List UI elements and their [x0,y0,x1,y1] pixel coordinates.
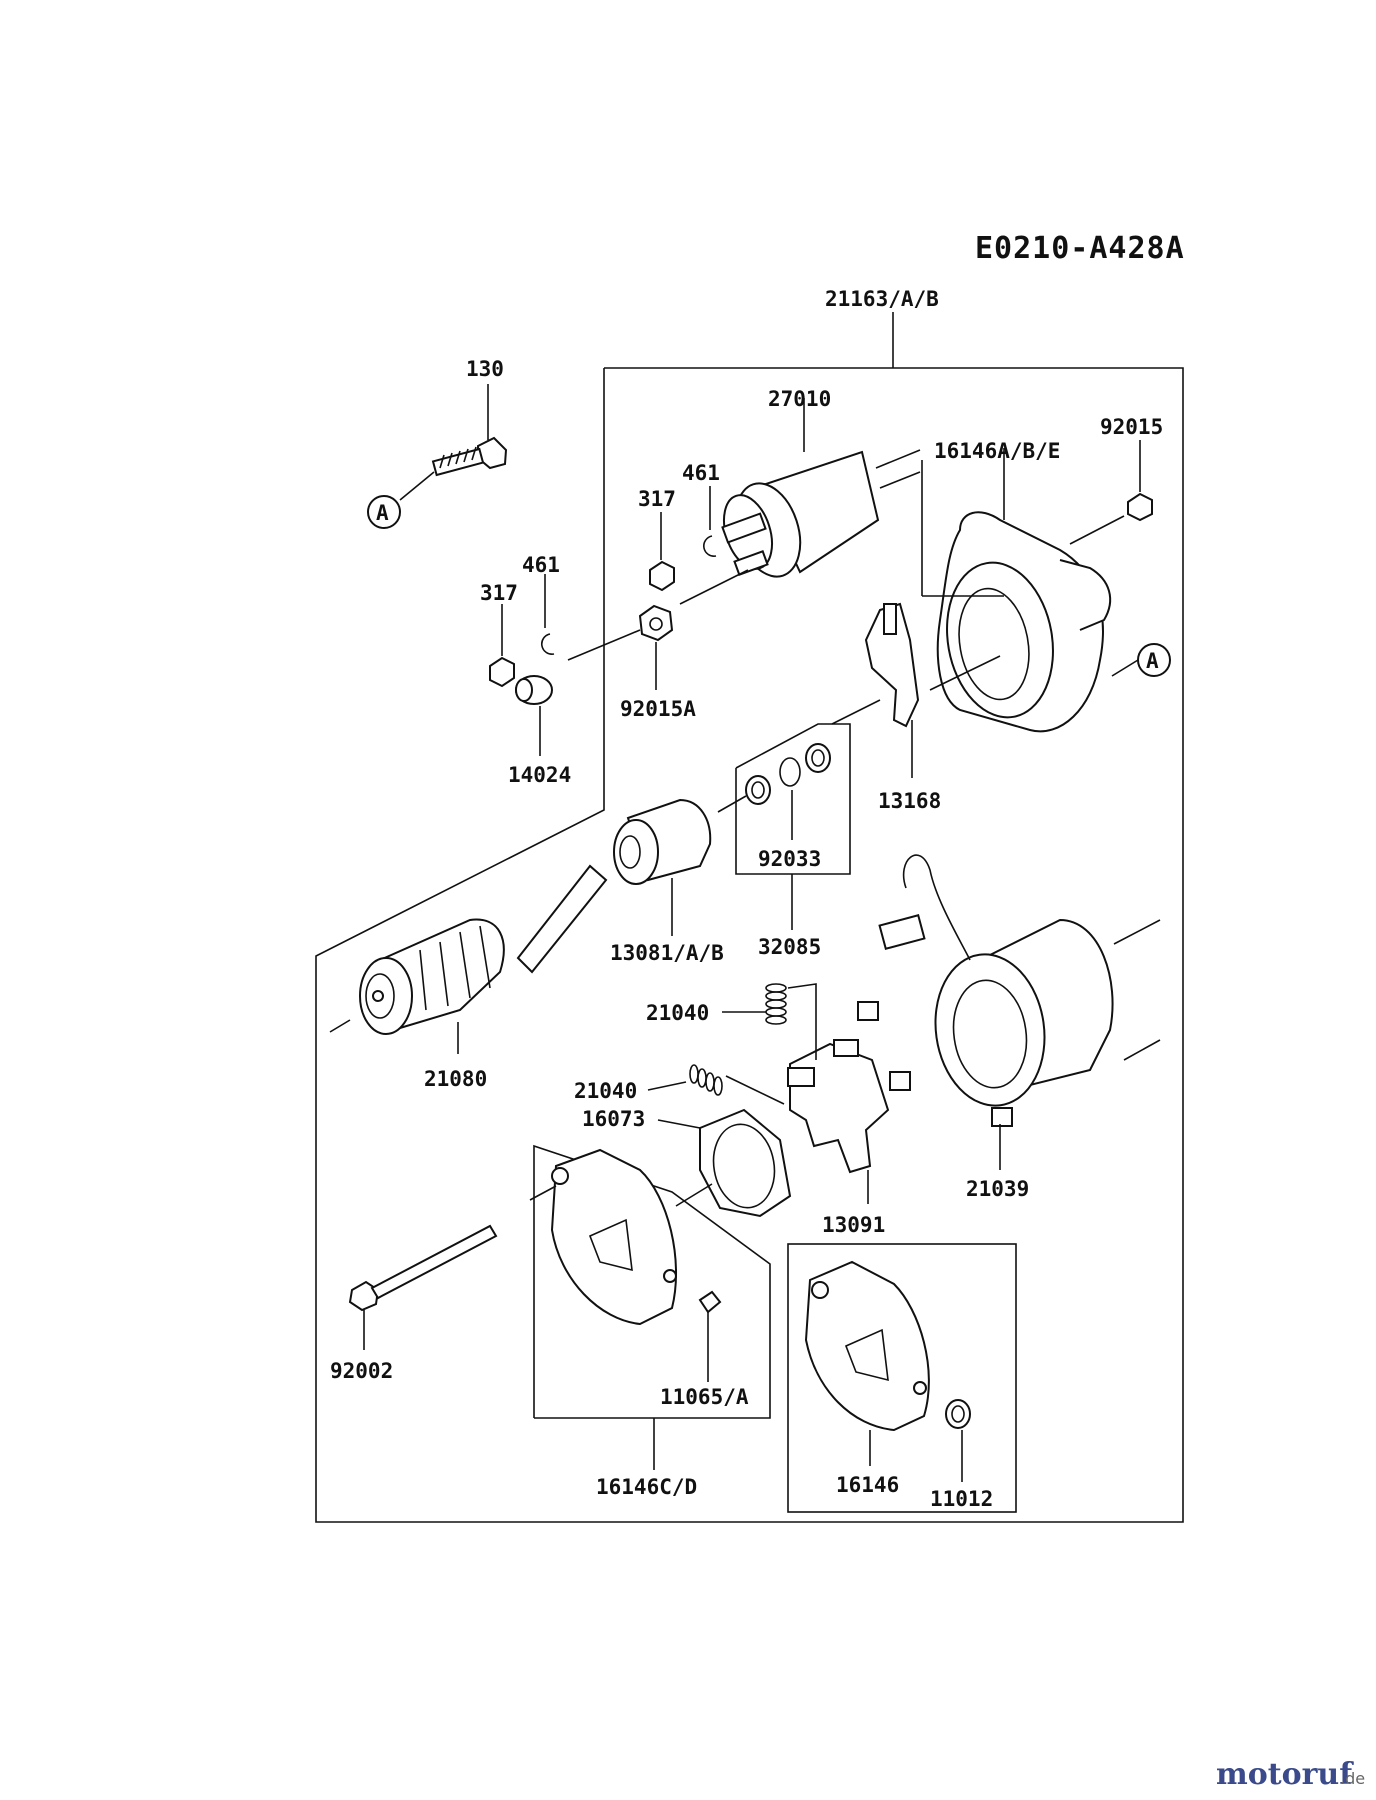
label-21163-ab: 21163/A/B [825,287,939,311]
rear-cover-16146-part [787,1243,1017,1513]
assembly-frame-outline [315,312,1184,1523]
kit-32085-outline [735,723,851,930]
svg-text:A: A [1146,649,1159,673]
callout-a-right: A [1111,643,1171,677]
label-461-upper: 461 [682,461,720,485]
label-16146: 16146 [836,1473,899,1497]
rear-cover-16146cd-part [529,1144,771,1470]
label-11012: 11012 [930,1487,993,1511]
washers-92033-part [717,743,831,840]
label-21040-lower: 21040 [574,1079,637,1103]
washer-461-upper-part [703,486,717,557]
label-16146abe: 16146A/B/E [934,439,1060,463]
label-13081-ab: 13081/A/B [610,941,724,965]
plate-16073-part [657,1108,792,1218]
brush-holder-13091-part [787,1039,890,1204]
diagram-code: E0210-A428A [975,231,1185,266]
label-21080: 21080 [424,1067,487,1091]
boot-14024-part [515,675,553,756]
nut-92015a-part [567,569,749,690]
svg-text:.de: .de [1340,1769,1365,1788]
solenoid-27010-part [721,398,921,578]
spring-21040-lower-part [647,1064,785,1105]
label-92015: 92015 [1100,415,1163,439]
svg-text:A: A [376,501,389,525]
label-92002: 92002 [330,1359,393,1383]
label-461-lower: 461 [522,553,560,577]
nut-317-lower-part [489,604,515,688]
front-housing-16146abe-part [921,448,1112,733]
callout-a-left: A [367,495,401,529]
label-16146cd: 16146C/D [596,1475,697,1499]
nut-317-upper-part [649,512,675,592]
armature-21080-part [329,864,608,1054]
watermark-logo: motoruf .de [1216,1757,1365,1792]
label-32085: 32085 [758,935,821,959]
label-317-lower: 317 [480,581,518,605]
label-21040-upper: 21040 [646,1001,709,1025]
bolt-130-part [399,384,508,501]
label-13168: 13168 [878,789,941,813]
washer-461-lower-part [541,574,555,655]
yoke-21039-part [857,854,1161,1170]
label-92015a: 92015A [620,697,696,721]
label-130: 130 [466,357,504,381]
label-13091: 13091 [822,1213,885,1237]
label-21039: 21039 [966,1177,1029,1201]
pinion-13081-part [613,798,712,936]
shift-lever-13168-part [831,602,1001,778]
label-14024: 14024 [508,763,571,787]
svg-text:motoruf: motoruf [1216,1757,1354,1792]
spring-21040-upper-part [722,983,817,1060]
through-bolt-92002-part [348,1224,498,1350]
label-317-upper: 317 [638,487,676,511]
label-11065-a: 11065/A [660,1385,749,1409]
label-16073: 16073 [582,1107,645,1131]
label-27010: 27010 [768,387,831,411]
label-92033: 92033 [758,847,821,871]
nut-92015-part [1069,440,1153,545]
